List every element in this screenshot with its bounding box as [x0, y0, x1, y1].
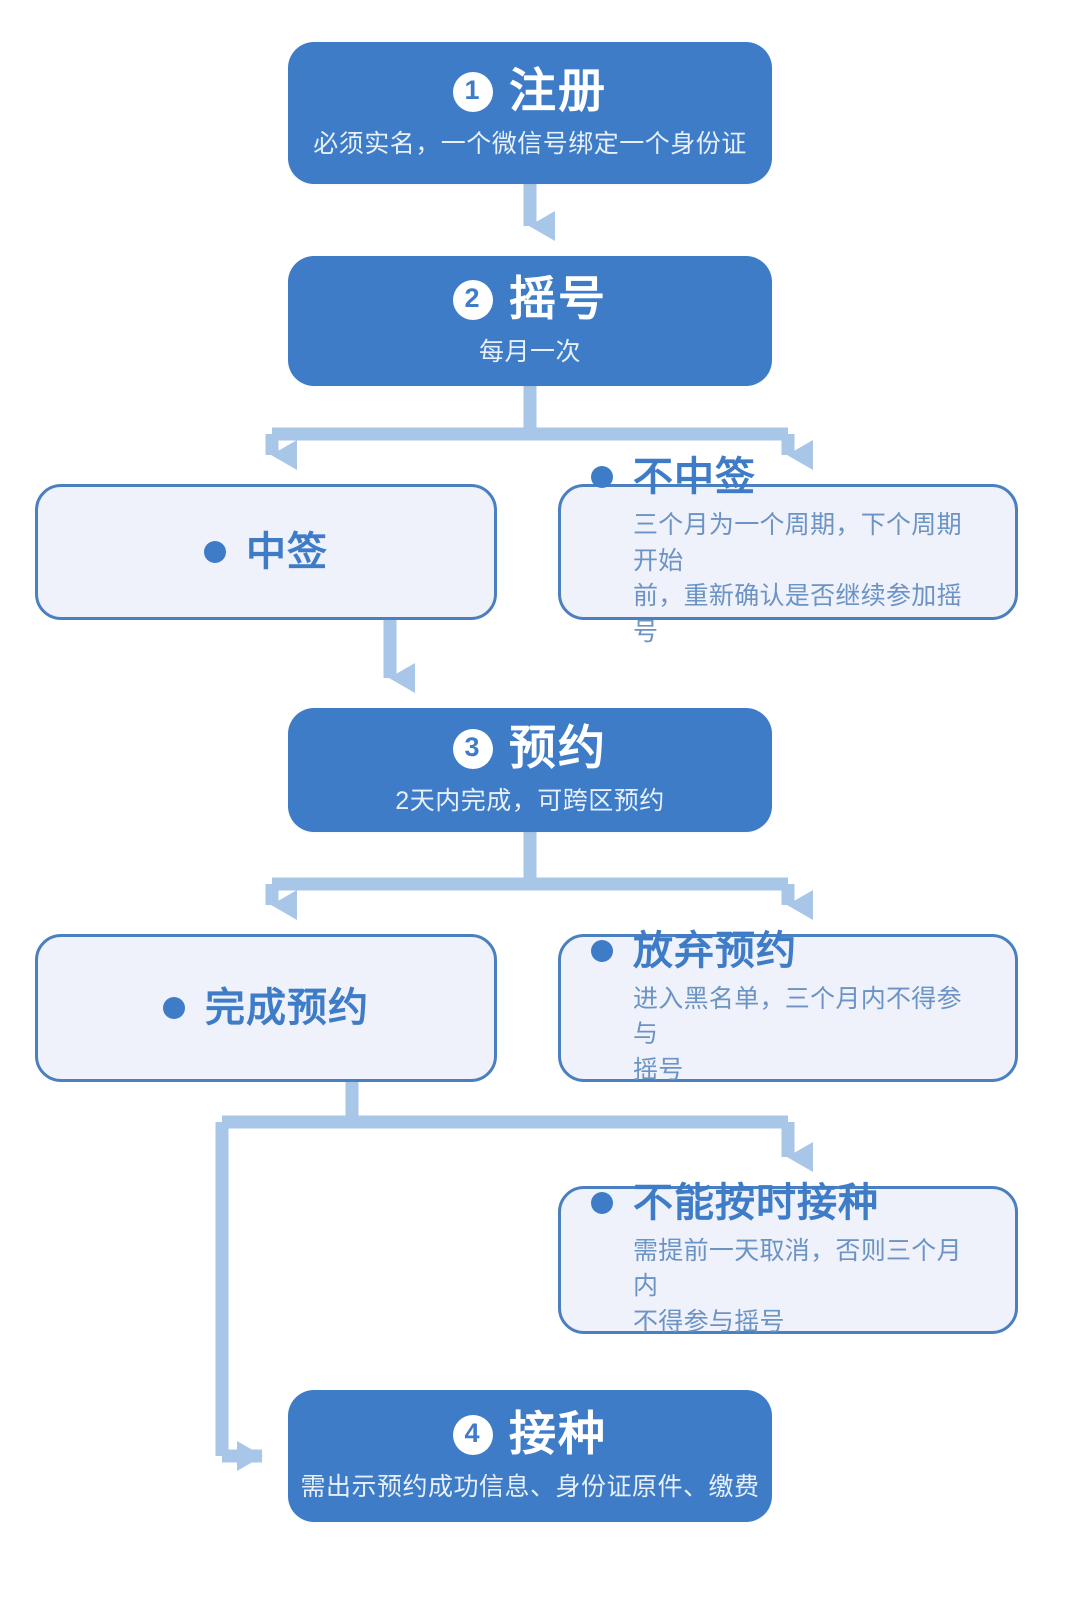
node-lottery[interactable]: 2 摇号 每月一次: [288, 256, 772, 386]
node-lottery-subtitle: 每月一次: [478, 338, 581, 367]
step-number-badge: 3: [453, 728, 493, 769]
desc-line: 摇号: [633, 1055, 684, 1084]
node-selected[interactable]: 中签: [35, 484, 497, 620]
node-register[interactable]: 1 注册 必须实名，一个微信号绑定一个身份证: [288, 42, 772, 184]
desc-line: 不得参与摇号: [633, 1307, 785, 1336]
node-done-appointment-heading: 完成预约: [163, 985, 369, 1031]
bullet-dot-icon: [591, 939, 613, 962]
bullet-dot-icon: [591, 1191, 613, 1214]
node-cannot-attend-heading-text: 不能按时接种: [633, 1180, 879, 1225]
node-not-selected-desc: 三个月为一个周期，下个周期开始 前，重新确认是否继续参加摇号: [591, 508, 985, 650]
node-not-selected-heading-text: 不中签: [633, 455, 756, 499]
desc-line: 需提前一天取消，否则三个月内: [633, 1236, 962, 1301]
node-give-up-appointment[interactable]: 放弃预约 进入黑名单，三个月内不得参与 摇号: [558, 929, 1018, 1084]
node-selected-heading-text: 中签: [246, 530, 328, 574]
node-cannot-attend-on-time[interactable]: 不能按时接种 需提前一天取消，否则三个月内 不得参与摇号: [558, 1181, 1018, 1336]
node-not-selected[interactable]: 不中签 三个月为一个周期，下个周期开始 前，重新确认是否继续参加摇号: [558, 455, 1018, 646]
step-number-badge: 1: [453, 71, 493, 112]
node-appointment[interactable]: 3 预约 2天内完成，可跨区预约: [288, 708, 772, 832]
node-appointment-title: 3 预约: [453, 722, 607, 775]
node-lottery-title: 2 摇号: [453, 273, 607, 326]
node-vaccinate-title: 4 接种: [453, 1408, 607, 1461]
node-done-appointment[interactable]: 完成预约: [35, 934, 497, 1082]
node-vaccinate-subtitle: 需出示预约成功信息、身份证原件、缴费: [300, 1473, 760, 1502]
node-selected-heading: 中签: [204, 529, 328, 575]
node-give-up-heading-text: 放弃预约: [633, 928, 797, 973]
node-register-title-text: 注册: [509, 64, 607, 118]
node-give-up-heading: 放弃预约: [591, 928, 985, 974]
node-register-subtitle: 必须实名，一个微信号绑定一个身份证: [313, 130, 747, 159]
node-register-title: 1 注册: [453, 65, 607, 118]
node-vaccinate[interactable]: 4 接种 需出示预约成功信息、身份证原件、缴费: [288, 1390, 772, 1522]
node-appointment-subtitle: 2天内完成，可跨区预约: [395, 787, 665, 816]
desc-line: 前，重新确认是否继续参加摇号: [633, 582, 962, 646]
bullet-dot-icon: [163, 997, 185, 1019]
node-vaccinate-title-text: 接种: [509, 1407, 607, 1461]
node-cannot-attend-heading: 不能按时接种: [591, 1180, 985, 1226]
node-lottery-title-text: 摇号: [509, 272, 607, 326]
node-give-up-desc: 进入黑名单，三个月内不得参与 摇号: [591, 982, 985, 1089]
node-cannot-attend-desc: 需提前一天取消，否则三个月内 不得参与摇号: [591, 1234, 985, 1341]
node-done-appointment-heading-text: 完成预约: [205, 986, 369, 1030]
bullet-dot-icon: [591, 466, 613, 488]
bullet-dot-icon: [204, 541, 226, 563]
node-appointment-title-text: 预约: [509, 721, 607, 775]
node-not-selected-heading: 不中签: [591, 454, 985, 500]
step-number-badge: 4: [453, 1414, 493, 1455]
step-number-badge: 2: [453, 279, 493, 320]
desc-line: 三个月为一个周期，下个周期开始: [633, 511, 962, 575]
desc-line: 进入黑名单，三个月内不得参与: [633, 984, 962, 1049]
